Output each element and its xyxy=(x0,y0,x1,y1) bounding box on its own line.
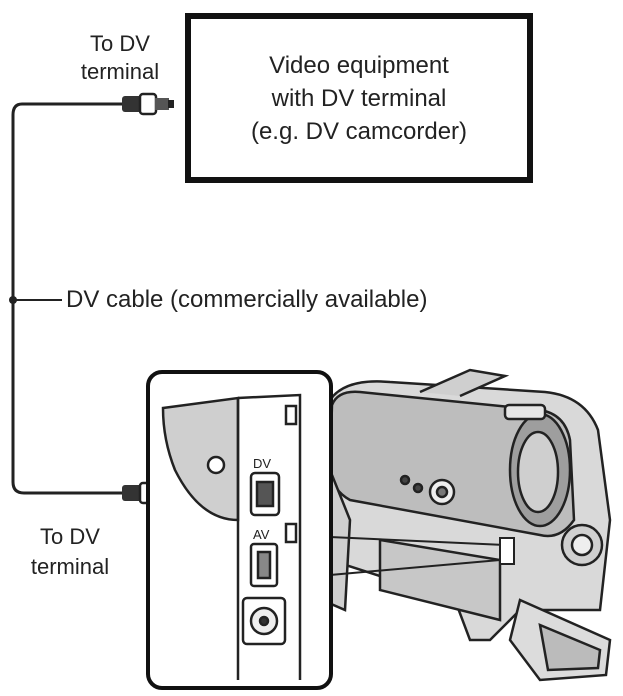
dv-cable-label: DV cable (commercially available) xyxy=(66,286,428,313)
bottom-terminal-line-2: terminal xyxy=(30,554,110,579)
video-equipment-box: Video equipment with DV terminal (e.g. D… xyxy=(185,13,533,183)
top-terminal-label: To DV terminal xyxy=(60,30,180,86)
video-equipment-label: Video equipment with DV terminal (e.g. D… xyxy=(191,49,527,148)
bottom-terminal-label: To DV terminal xyxy=(10,522,130,582)
top-dv-plug xyxy=(122,92,174,116)
bottom-terminal-line-1: To DV xyxy=(40,524,100,549)
top-terminal-line-1: To DV xyxy=(90,31,150,56)
equipment-line-3: (e.g. DV camcorder) xyxy=(250,118,468,145)
equipment-line-1: Video equipment xyxy=(269,52,449,79)
equipment-line-2: with DV terminal xyxy=(271,85,447,112)
dv-port-label: DV xyxy=(253,456,272,471)
top-terminal-line-2: terminal xyxy=(80,59,160,84)
camcorder-illustration xyxy=(318,368,612,682)
av-port-label: AV xyxy=(253,527,270,542)
